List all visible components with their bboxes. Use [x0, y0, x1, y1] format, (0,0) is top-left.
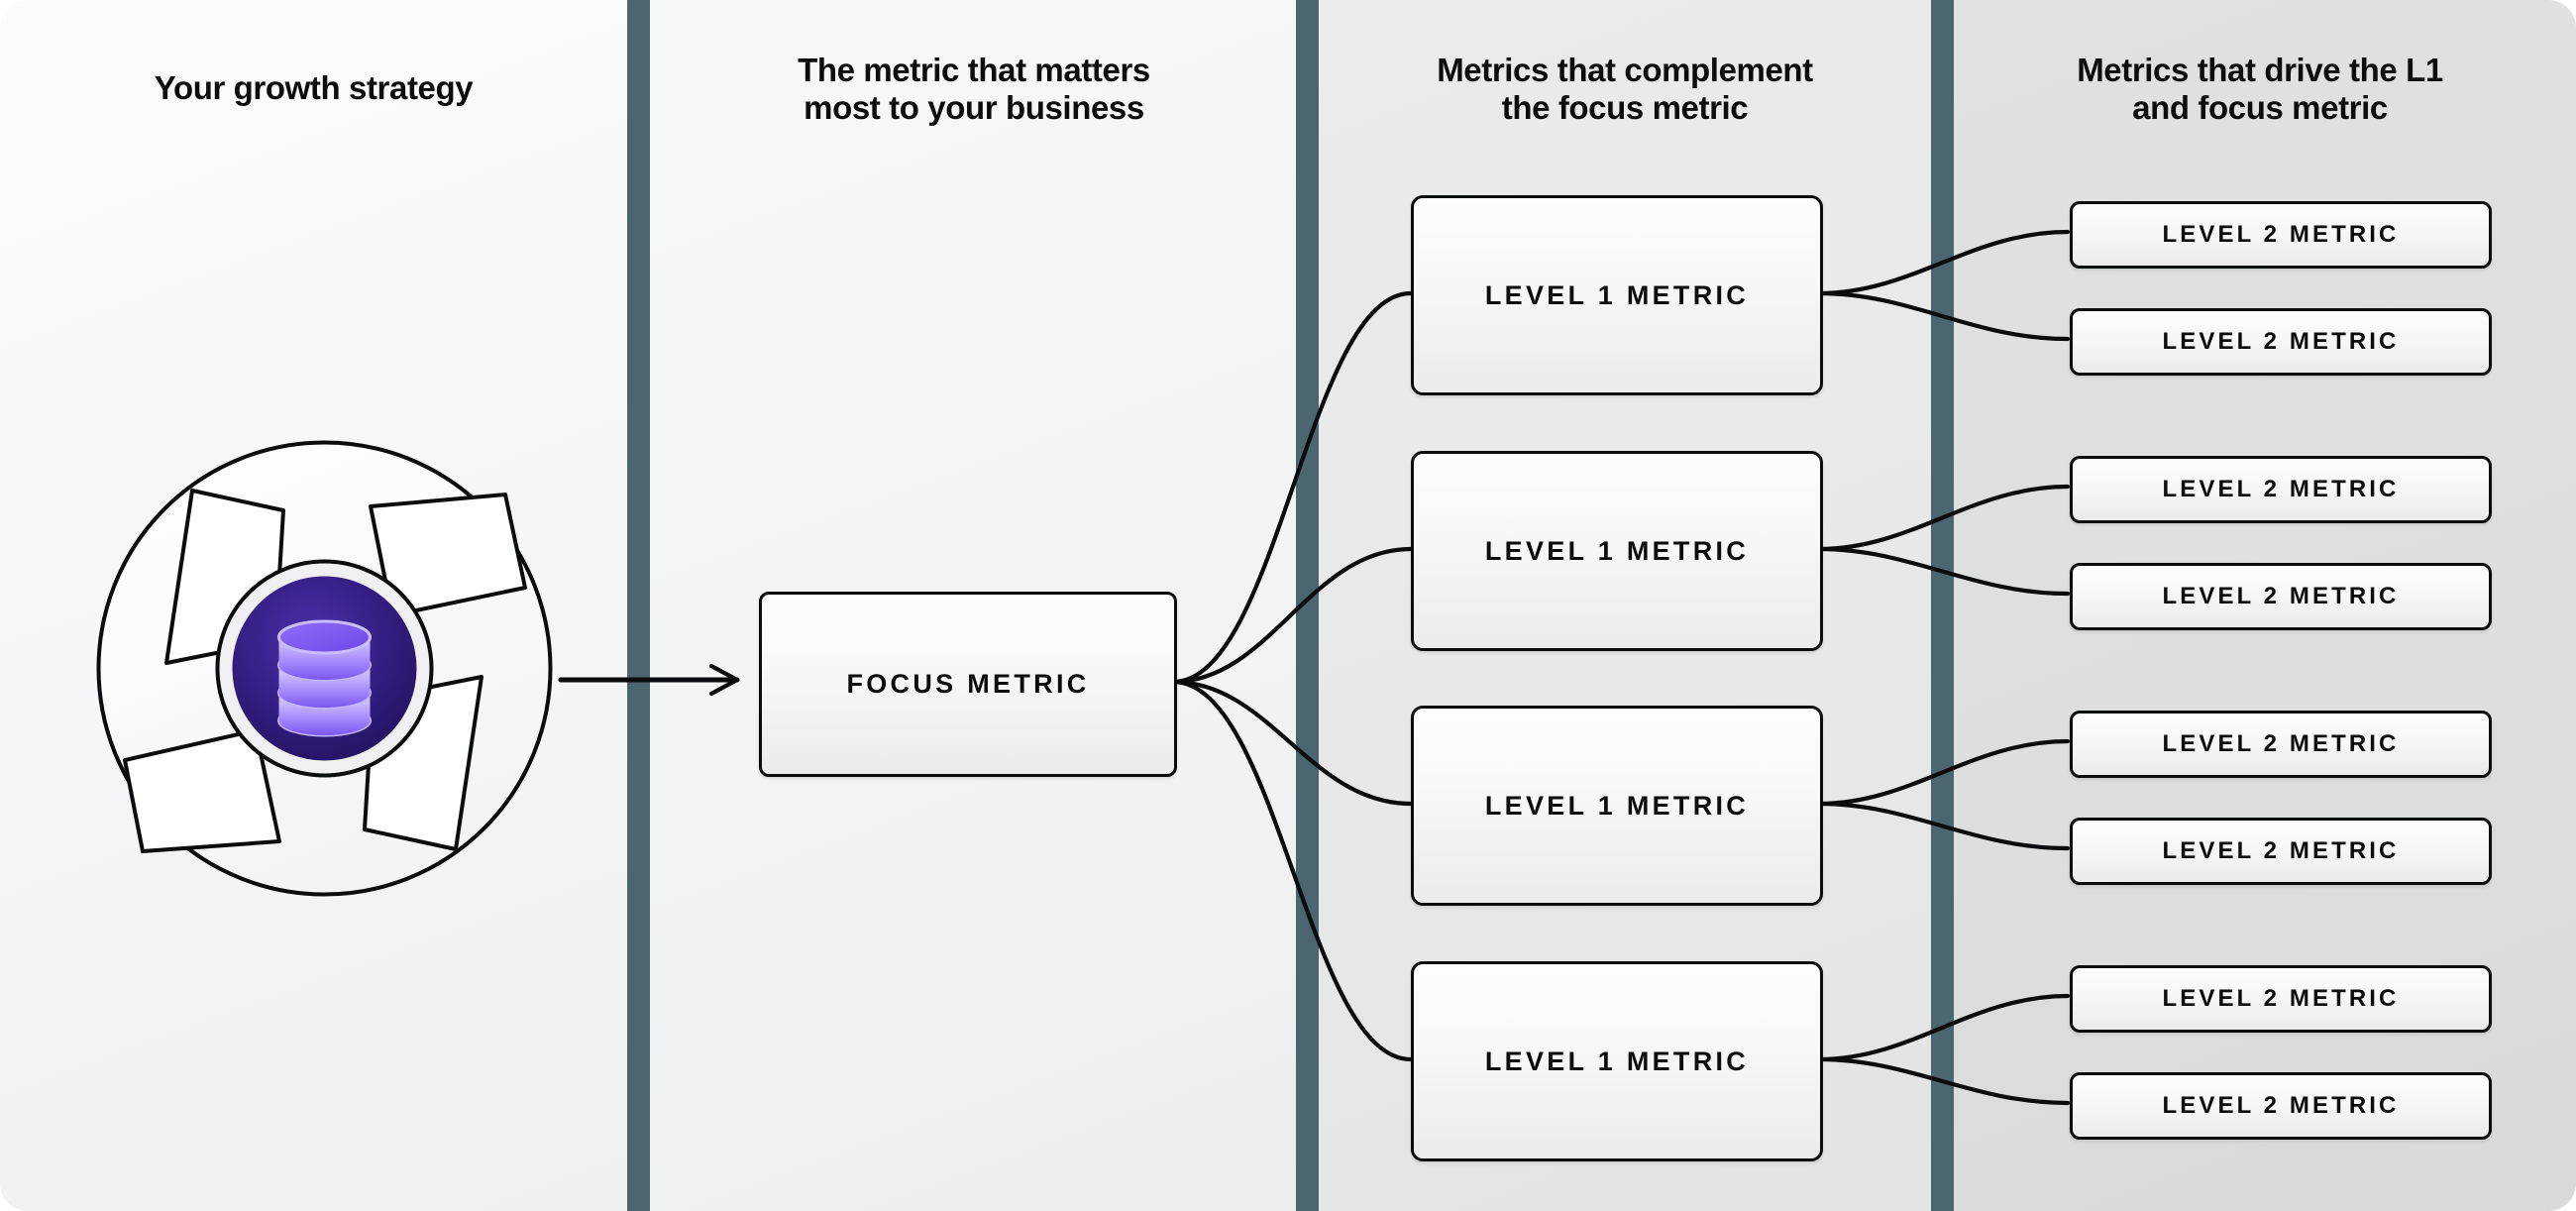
level-2-metric-node-2[interactable]: Level 2 Metric: [2070, 308, 2492, 376]
column-heading-level-1-metrics: Metrics that complement the focus metric: [1328, 52, 1922, 128]
level-1-metric-node-3[interactable]: Level 1 Metric: [1411, 706, 1823, 906]
focus-metric-label: Focus Metric: [846, 669, 1090, 699]
column-divider-2: [1296, 0, 1319, 1211]
level-1-metric-label: Level 1 Metric: [1484, 790, 1750, 821]
level-2-metric-node-8[interactable]: Level 2 Metric: [2070, 1072, 2492, 1140]
level-2-metric-label: Level 2 Metric: [2162, 328, 2400, 355]
level-2-metric-label: Level 2 Metric: [2162, 730, 2400, 757]
database-icon: [277, 619, 372, 737]
column-heading-growth-strategy: Your growth strategy: [20, 69, 607, 107]
column-heading-line: Metrics that drive the L1: [2077, 52, 2443, 88]
column-heading-focus-metric: The metric that matters most to your bus…: [664, 52, 1284, 128]
level-1-metric-label: Level 1 Metric: [1484, 279, 1750, 310]
column-heading-line: the focus metric: [1501, 89, 1749, 127]
column-heading-line: Metrics that complement: [1437, 52, 1813, 88]
level-1-metric-label: Level 1 Metric: [1484, 535, 1750, 566]
level-2-metric-label: Level 2 Metric: [2162, 476, 2400, 502]
level-2-metric-node-5[interactable]: Level 2 Metric: [2070, 711, 2492, 778]
level-1-metric-node-4[interactable]: Level 1 Metric: [1411, 961, 1823, 1161]
focus-metric-node[interactable]: Focus Metric: [759, 592, 1177, 777]
level-2-metric-node-6[interactable]: Level 2 Metric: [2070, 818, 2492, 885]
growth-strategy-emblem: [89, 433, 560, 904]
level-2-metric-label: Level 2 Metric: [2162, 583, 2400, 609]
level-2-metric-node-4[interactable]: Level 2 Metric: [2070, 563, 2492, 630]
level-2-metric-label: Level 2 Metric: [2162, 837, 2400, 864]
level-2-metric-label: Level 2 Metric: [2162, 1092, 2400, 1119]
column-heading-level-2-metrics: Metrics that drive the L1 and focus metr…: [1957, 52, 2563, 128]
column-heading-line: Your growth strategy: [154, 69, 474, 106]
level-2-metric-label: Level 2 Metric: [2162, 985, 2400, 1012]
column-divider-1: [627, 0, 650, 1211]
level-2-metric-node-1[interactable]: Level 2 Metric: [2070, 201, 2492, 269]
level-2-metric-label: Level 2 Metric: [2162, 221, 2400, 248]
level-1-metric-label: Level 1 Metric: [1484, 1046, 1750, 1076]
column-heading-line: most to your business: [804, 89, 1144, 127]
column-heading-line: The metric that matters: [798, 52, 1150, 88]
level-1-metric-node-2[interactable]: Level 1 Metric: [1411, 451, 1823, 651]
level-2-metric-node-3[interactable]: Level 2 Metric: [2070, 456, 2492, 523]
column-divider-3: [1931, 0, 1954, 1211]
level-2-metric-node-7[interactable]: Level 2 Metric: [2070, 965, 2492, 1033]
column-heading-line: and focus metric: [2132, 89, 2388, 127]
level-1-metric-node-1[interactable]: Level 1 Metric: [1411, 195, 1823, 395]
